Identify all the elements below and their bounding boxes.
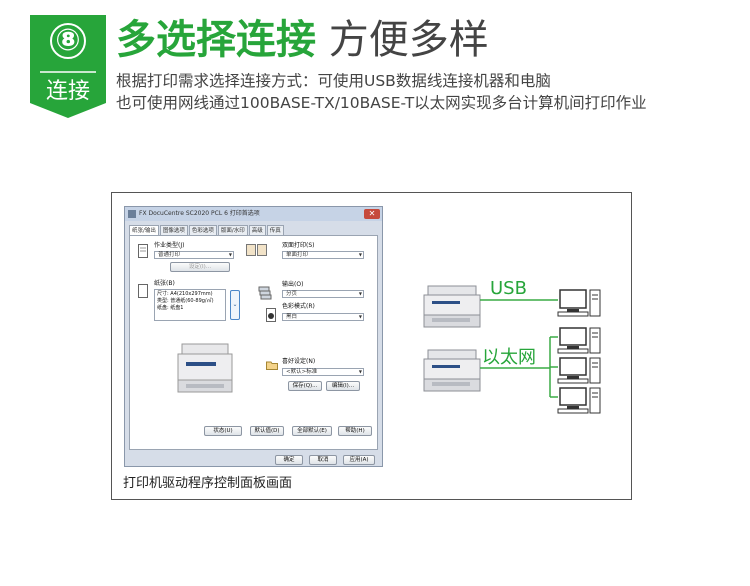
dialog-title: FX DocuCentre SC2020 PCL 6 打印首选项 — [139, 210, 260, 217]
apply-button[interactable]: 应用(A) — [343, 455, 375, 465]
computer-icon-lan-3 — [557, 387, 601, 414]
tab-advanced[interactable]: 高级 — [248, 225, 266, 235]
dialog-caption: 打印机驱动程序控制面板画面 — [123, 476, 293, 491]
description-line-1: 根据打印需求选择连接方式：可使用USB数据线连接机器和电脑 — [116, 72, 551, 90]
paper-type-text: 类型: 普通纸(60-89g/㎡) — [157, 298, 214, 304]
paper-info-box[interactable]: 尺寸: A4(210x297mm) 类型: 普通纸(60-89g/㎡) 纸盘: … — [154, 289, 226, 321]
job-type-select[interactable]: 普通打印 — [154, 251, 234, 259]
dialog-footer: 确定 取消 应用(A) — [125, 453, 382, 467]
step-number: ⑧ — [55, 23, 81, 58]
duplex-icon — [246, 244, 267, 256]
cancel-button[interactable]: 取消 — [309, 455, 337, 465]
all-defaults-button[interactable]: 全部默认(E) — [292, 426, 332, 436]
tab-fax[interactable]: 传真 — [266, 225, 284, 235]
output-label: 输出(O) — [282, 281, 304, 288]
connection-diagram — [423, 285, 601, 414]
output-select[interactable]: 分页 — [282, 290, 364, 298]
duplex-label: 双面打印(S) — [282, 242, 315, 249]
color-mode-select[interactable]: 黑白 — [282, 313, 364, 321]
paper-size-text: 尺寸: A4(210x297mm) — [157, 291, 213, 297]
folder-icon — [266, 361, 278, 370]
defaults-button[interactable]: 默认值(D) — [250, 426, 284, 436]
favorites-edit-button[interactable]: 编辑(I)... — [326, 381, 360, 391]
step-label: 连接 — [45, 79, 90, 104]
favorites-select[interactable]: <默认>标准 — [282, 368, 364, 376]
printer-icon-ethernet — [423, 349, 481, 392]
description: 根据打印需求选择连接方式：可使用USB数据线连接机器和电脑 也可使用网线通过10… — [116, 70, 647, 114]
page-title: 多选择连接 方便多样 — [116, 14, 489, 66]
usb-label: USB — [490, 278, 527, 299]
dialog-tabs: 纸张/输出 图像选项 色彩选项 版面/水印 高级 传真 — [129, 225, 285, 235]
dialog-titlebar: FX DocuCentre SC2020 PCL 6 打印首选项 ✕ — [125, 207, 382, 221]
status-button[interactable]: 状态(U) — [204, 426, 242, 436]
paper-label: 纸张(B) — [154, 280, 175, 287]
favorites-save-button[interactable]: 保存(Q)... — [288, 381, 322, 391]
step-badge: ⑧ 连接 — [30, 15, 106, 118]
tab-layout-watermark[interactable]: 版面/水印 — [217, 225, 248, 235]
paper-icon — [138, 284, 148, 298]
computer-icon-lan-1 — [557, 327, 601, 354]
paper-output-panel: 作业类型(J) 普通打印 设定(I)... 双面打印(S) 单面打印 纸张(B)… — [129, 235, 378, 450]
tab-image-options[interactable]: 图像选项 — [159, 225, 188, 235]
printer-illustration-icon — [177, 343, 233, 393]
tab-paper-output[interactable]: 纸张/输出 — [129, 225, 159, 235]
document-icon — [138, 244, 148, 258]
printer-icon-usb — [423, 285, 481, 328]
stack-icon — [258, 286, 272, 300]
ethernet-label: 以太网 — [482, 347, 536, 368]
computer-icon-usb — [557, 289, 601, 317]
color-mode-label: 色彩模式(R) — [282, 303, 315, 310]
title-strong: 多选择连接 — [116, 17, 316, 63]
paper-scroll-icon[interactable]: ⌄ — [230, 290, 240, 320]
favorites-label: 喜好设定(N) — [282, 358, 316, 365]
description-line-2: 也可使用网线通过100BASE-TX/10BASE-T以太网实现多台计算机间打印… — [116, 94, 647, 112]
paper-tray-text: 纸盘: 纸盘1 — [157, 305, 184, 311]
color-mode-icon — [266, 308, 276, 322]
computer-icon-lan-2 — [557, 357, 601, 384]
settings-button[interactable]: 设定(I)... — [170, 262, 230, 272]
tab-color-options[interactable]: 色彩选项 — [188, 225, 217, 235]
close-icon[interactable]: ✕ — [364, 209, 380, 219]
duplex-select[interactable]: 单面打印 — [282, 251, 364, 259]
printer-app-icon — [128, 210, 136, 218]
help-button[interactable]: 帮助(H) — [338, 426, 372, 436]
ok-button[interactable]: 确定 — [275, 455, 303, 465]
job-type-label: 作业类型(J) — [154, 242, 185, 249]
title-light: 方便多样 — [328, 17, 489, 63]
driver-dialog: FX DocuCentre SC2020 PCL 6 打印首选项 ✕ 纸张/输出… — [124, 206, 383, 467]
